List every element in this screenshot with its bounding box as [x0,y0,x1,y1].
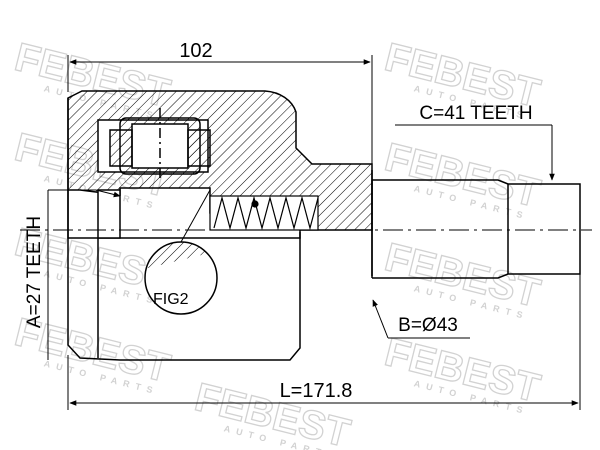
dimension-lines [47,55,581,410]
joint-body: FIG2 [67,90,581,361]
dim-inner-teeth: A=27 TEETH [24,216,45,328]
dim-outer-teeth: C=41 TEETH [419,103,532,124]
dim-total-length: L=171.8 [280,380,353,402]
spline-section [371,180,509,278]
housing-outline [67,98,301,361]
dim-shaft-diameter: B=Ø43 [398,315,458,336]
fig2-label: FIG2 [153,291,189,308]
inner-bore [97,189,121,239]
spring [209,195,319,231]
dim-housing-length: 102 [179,40,212,62]
